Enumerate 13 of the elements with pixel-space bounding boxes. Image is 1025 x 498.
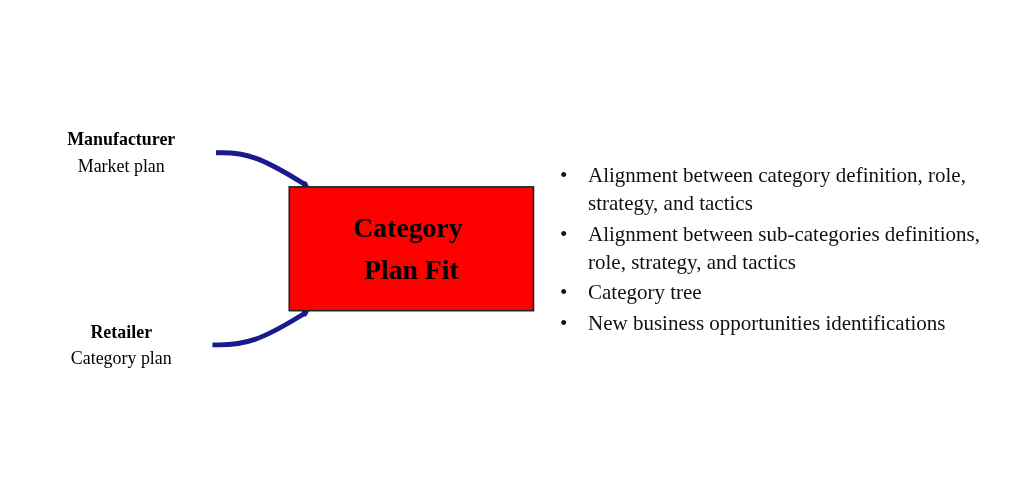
bullet-marker: • bbox=[560, 279, 568, 307]
bullet-text: Category tree bbox=[588, 279, 702, 307]
bullet-marker: • bbox=[560, 309, 568, 337]
arrow bbox=[216, 150, 310, 188]
node-box: Category Plan Fit bbox=[288, 186, 535, 312]
arrow bbox=[212, 310, 310, 348]
bullet-marker: • bbox=[560, 161, 568, 189]
bullet-marker: • bbox=[560, 220, 568, 248]
bullet-text: Alignment between sub-categories definitions, role, strategy, and tactics bbox=[588, 220, 981, 276]
node-text: Manufacturer Market plan bbox=[67, 129, 176, 177]
bullet-text: Alignment between category definition, role, strategy, and tactics bbox=[588, 161, 967, 218]
node-text: Retailer Category plan bbox=[70, 321, 172, 369]
bullet-text: New business opportunities identifications bbox=[588, 309, 946, 337]
